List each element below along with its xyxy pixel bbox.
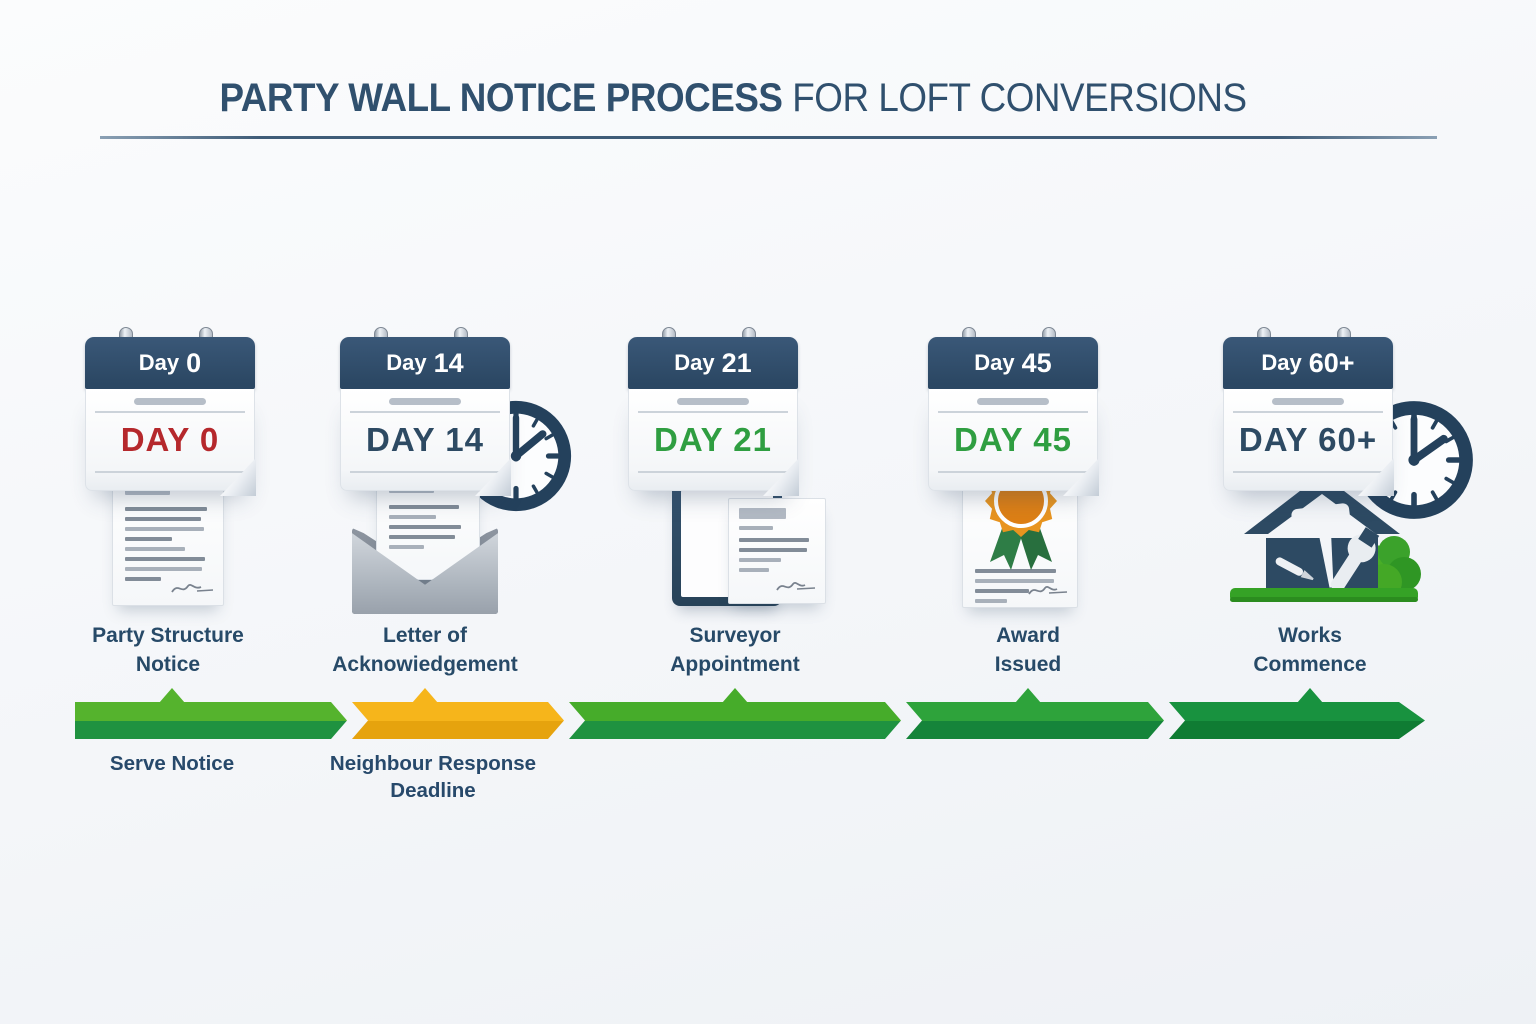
signature-icon	[776, 581, 816, 591]
calendar-day-word: Day	[1261, 350, 1302, 375]
calendar-page: DAY 0	[85, 389, 256, 496]
calendar-rule	[638, 411, 788, 413]
calendar-day-text: DAY 60+	[1238, 421, 1378, 458]
milestone-label-line2: Issued	[994, 652, 1062, 676]
phase-label-neighbour-response: Neighbour Response Deadline	[273, 750, 593, 804]
page-title-rest: FOR LOFT CONVERSIONS	[782, 76, 1247, 120]
hammer-icon	[1291, 503, 1350, 588]
timeline-segment	[75, 702, 347, 739]
calendar-strip	[389, 398, 461, 405]
milestone-label: Letter of Acknowiedgement	[285, 622, 565, 680]
milestone-pointer	[1015, 688, 1041, 703]
calendar-strip	[134, 398, 206, 405]
milestone-pointer	[1297, 688, 1323, 703]
milestone-pointer	[412, 688, 438, 703]
calendar-page: DAY 45	[928, 389, 1099, 496]
milestone-pointer	[722, 688, 748, 703]
calendar-strip	[1272, 398, 1344, 405]
phase-label-line1: Serve Notice	[109, 752, 235, 775]
calendar-page: DAY 14	[340, 389, 511, 496]
milestone-label: Works Commence	[1170, 622, 1450, 680]
calendar-page: DAY 60+	[1223, 389, 1394, 496]
calendar-page: DAY 21	[628, 389, 799, 496]
calendar-rule	[95, 471, 245, 473]
timeline-segment	[906, 702, 1164, 739]
page-curl	[475, 458, 511, 496]
wrench-icon	[1330, 527, 1380, 592]
milestone-label: Surveyor Appointment	[595, 622, 875, 680]
signature-icon	[171, 583, 214, 593]
phase-label-line2: Deadline	[390, 779, 476, 803]
calendar-day-text: DAY 45	[954, 421, 1072, 458]
document-icon	[112, 468, 224, 606]
calendar-day-number: 14	[433, 347, 464, 378]
calendar-rule	[938, 471, 1088, 473]
milestone-pointer	[159, 688, 185, 703]
timeline-segment	[569, 702, 901, 739]
milestone-label-line1: Works	[1278, 624, 1342, 647]
calendar-day-text: DAY 0	[120, 421, 220, 458]
title-divider	[100, 136, 1437, 139]
calendar-day-number: 0	[186, 347, 202, 378]
calendar-day-word: Day	[974, 350, 1015, 375]
signature-icon	[1028, 585, 1068, 595]
phase-label-line1: Neighbour Response	[329, 752, 537, 775]
calendar-rule	[95, 411, 245, 413]
calendar-rule	[938, 411, 1088, 413]
page-title-emphasis: PARTY WALL NOTICE PROCESS	[219, 76, 783, 120]
milestone-label-line2: Notice	[135, 652, 201, 676]
calendar-header: Day 0	[85, 337, 255, 389]
calendar-strip	[677, 398, 749, 405]
calendar-day-text: DAY 21	[654, 421, 772, 458]
calendar-header: Day 45	[928, 337, 1098, 389]
milestone-label-line2: Acknowiedgement	[332, 652, 518, 676]
screwdriver-icon	[1275, 557, 1314, 581]
calendar-day-word: Day	[386, 350, 427, 375]
page-curl	[1358, 458, 1394, 496]
milestone-label-line1: Award	[996, 624, 1060, 647]
page-curl	[220, 458, 256, 496]
calendar-day-number: 45	[1021, 347, 1052, 378]
calendar-header: Day 14	[340, 337, 510, 389]
milestone-label-line1: Party Structure	[92, 624, 244, 647]
milestone-label: Award Issued	[888, 622, 1168, 680]
calendar-rule	[350, 411, 500, 413]
page-curl	[1063, 458, 1099, 496]
calendar-day-number: 21	[721, 347, 752, 378]
calendar-strip	[977, 398, 1049, 405]
milestone-label-line2: Appointment	[670, 652, 800, 676]
calendar-day-number: 60+	[1308, 347, 1355, 378]
calendar-rule	[1233, 471, 1383, 473]
page-title: PARTY WALL NOTICE PROCESS FOR LOFT CONVE…	[59, 76, 1408, 121]
phase-label-serve-notice: Serve Notice	[12, 750, 332, 777]
milestone-label-line2: Commence	[1253, 652, 1367, 676]
calendar-rule	[1233, 411, 1383, 413]
milestone-label-line1: Surveyor	[689, 624, 781, 647]
calendar-rule	[350, 471, 500, 473]
house-tools-icon	[1230, 474, 1421, 602]
page-curl	[763, 458, 799, 496]
calendar-day-word: Day	[674, 350, 715, 375]
calendar-day-text: DAY 14	[366, 421, 484, 458]
calendar-header: Day 60+	[1223, 337, 1393, 389]
milestone-label: Party Structure Notice	[28, 622, 308, 680]
timeline-arrow-segment	[1169, 702, 1425, 739]
calendar-day-word: Day	[138, 350, 180, 375]
calendar-rule	[638, 471, 788, 473]
milestone-label-line1: Letter of	[383, 624, 467, 647]
timeline-segment	[352, 702, 564, 739]
calendar-header: Day 21	[628, 337, 798, 389]
document-icon	[728, 498, 826, 604]
